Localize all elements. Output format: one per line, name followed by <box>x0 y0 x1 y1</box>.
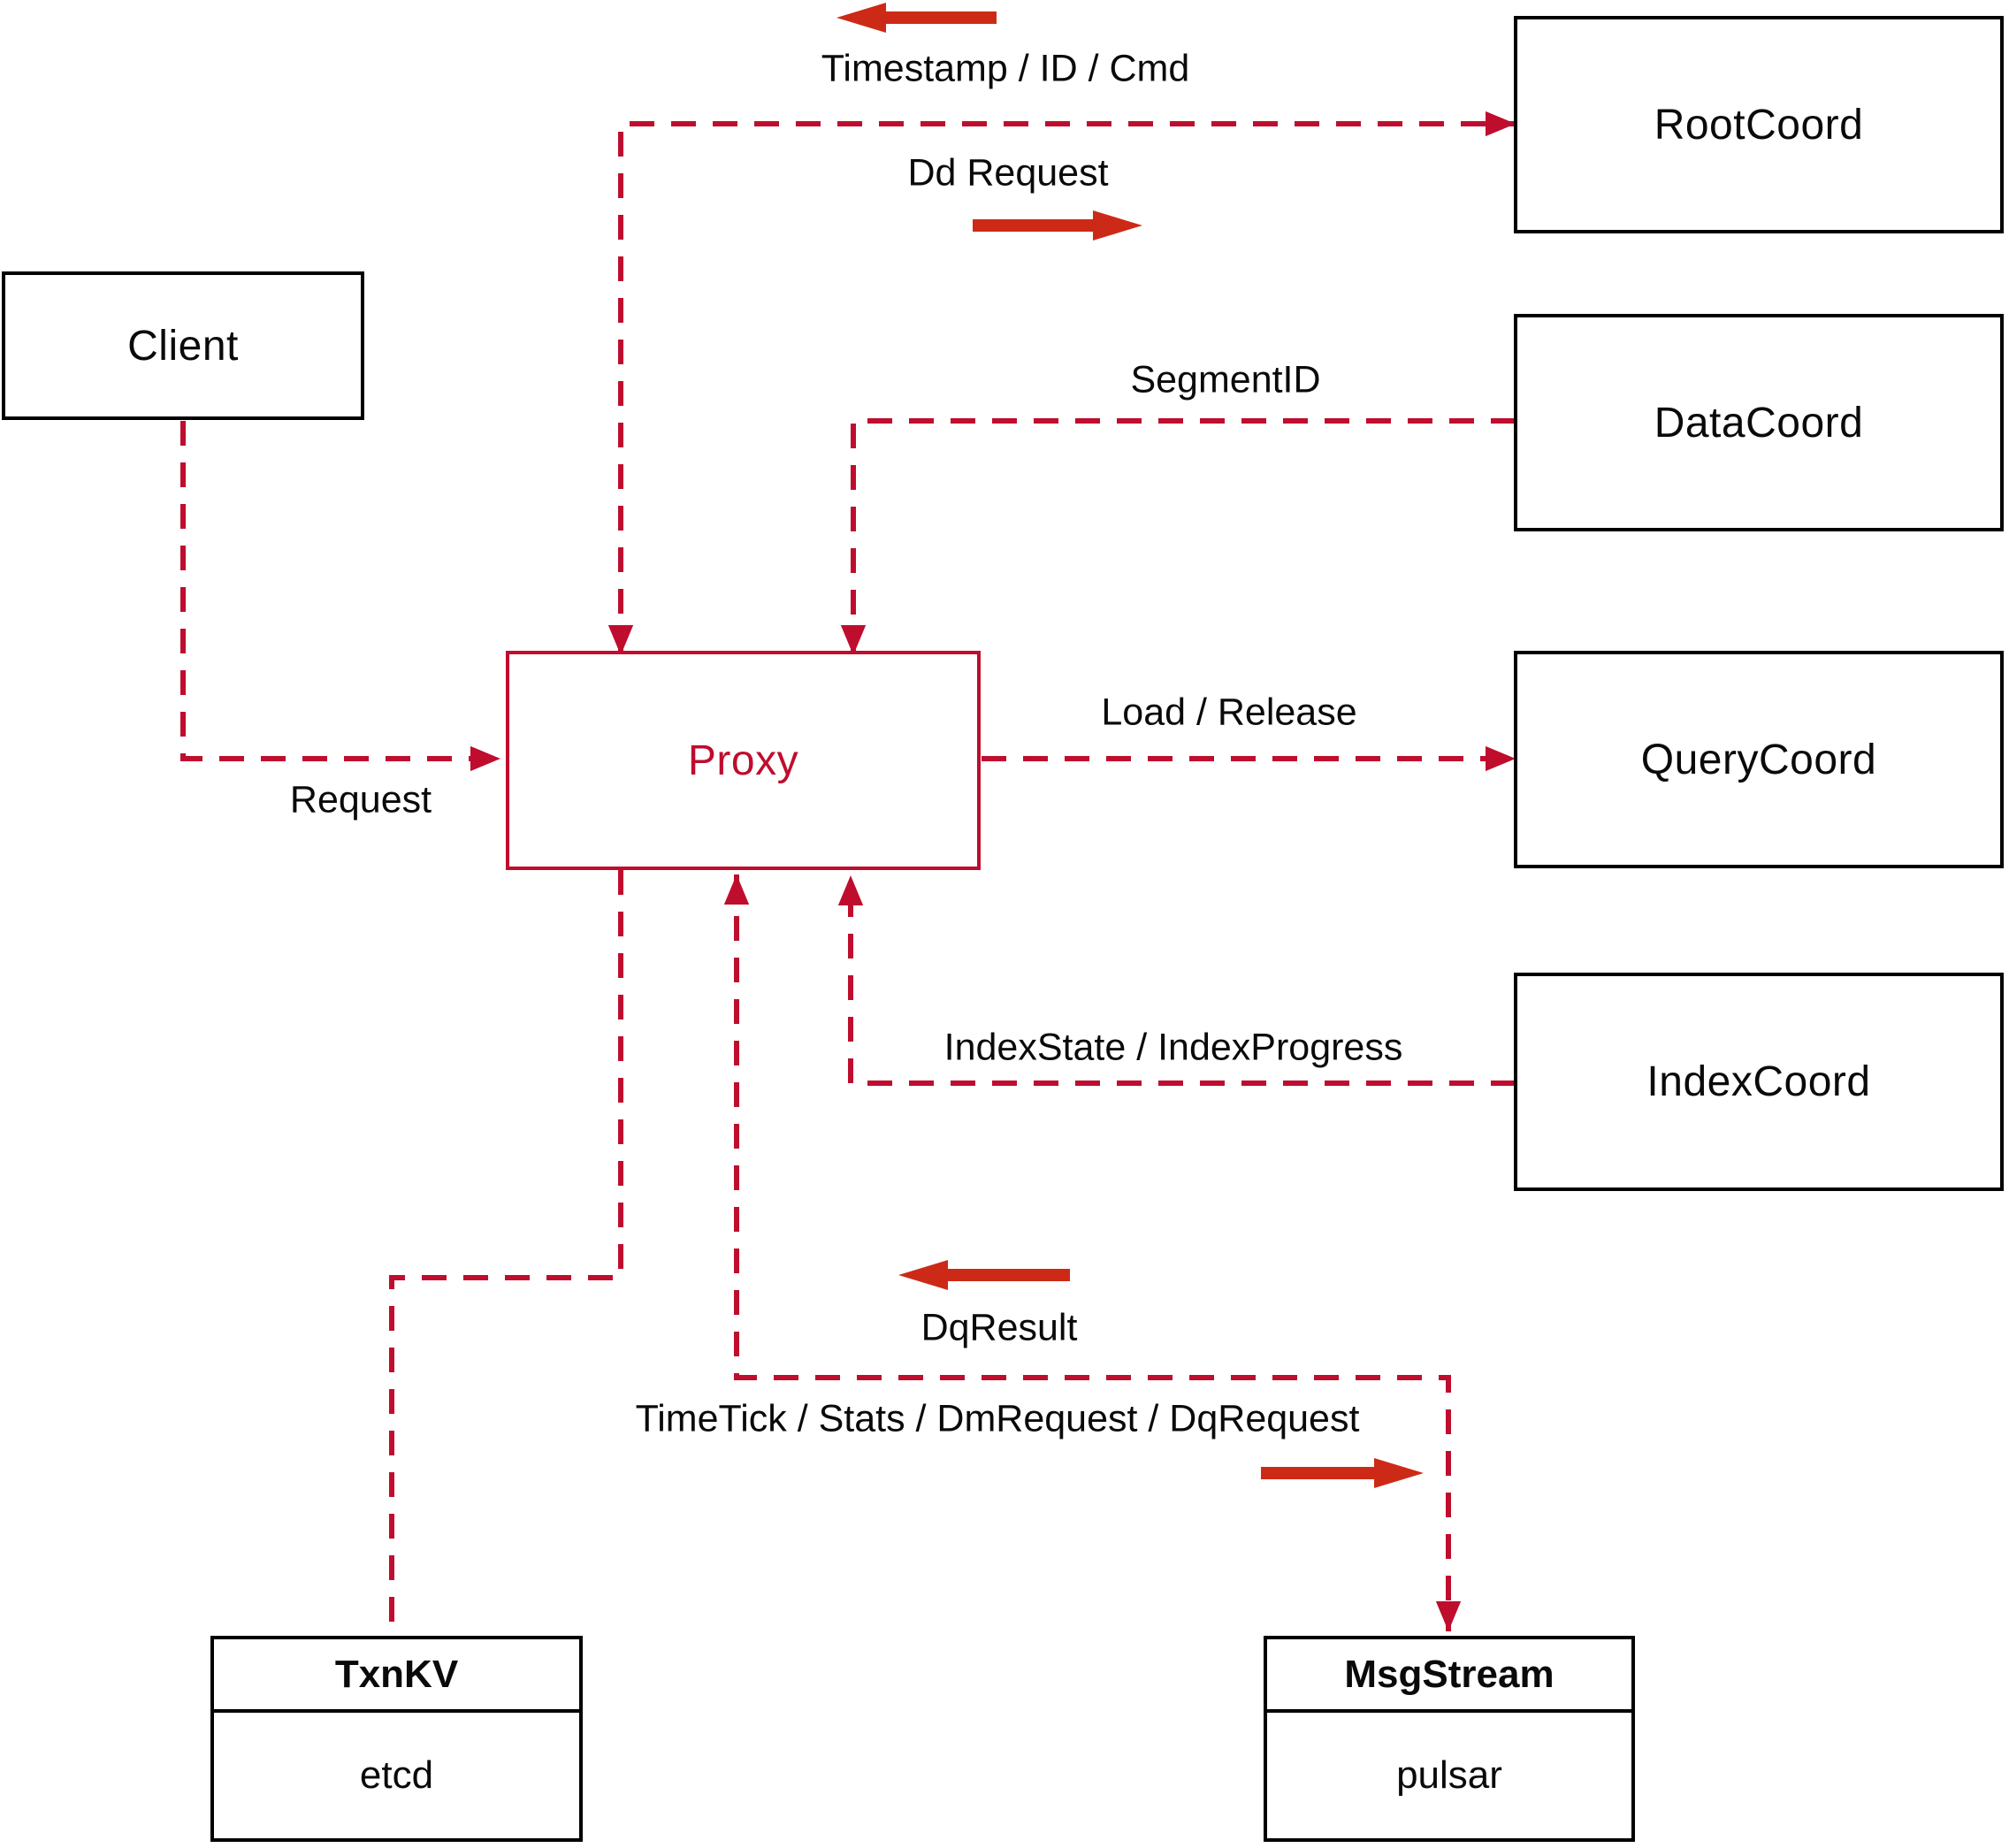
node-txnkv-impl: etcd <box>359 1753 434 1797</box>
node-indexcoord: IndexCoord <box>1514 973 2004 1191</box>
node-msgstream: MsgStream pulsar <box>1264 1636 1635 1842</box>
edge-label-timestamp-id-cmd: Timestamp / ID / Cmd <box>821 47 1190 90</box>
node-msgstream-impl: pulsar <box>1396 1753 1502 1797</box>
edge-proxy-rootcoord <box>607 111 1516 655</box>
node-client-label: Client <box>127 322 239 370</box>
arrow-right-timetick-icon <box>1261 1458 1424 1488</box>
node-rootcoord: RootCoord <box>1514 16 2004 233</box>
edge-proxy-txnkv <box>389 870 623 1637</box>
node-rootcoord-label: RootCoord <box>1654 101 1864 149</box>
arrow-left-dq-result-icon <box>898 1260 1070 1290</box>
node-datacoord: DataCoord <box>1514 314 2004 531</box>
edge-label-segment-id: SegmentID <box>1130 358 1321 401</box>
arrow-right-dd-request-icon <box>973 210 1142 241</box>
edge-label-load-release: Load / Release <box>1101 691 1357 734</box>
node-querycoord-label: QueryCoord <box>1640 736 1877 783</box>
edge-label-dd-request: Dd Request <box>907 151 1109 195</box>
node-datacoord-label: DataCoord <box>1654 399 1864 447</box>
node-proxy-label: Proxy <box>687 737 799 784</box>
node-indexcoord-label: IndexCoord <box>1646 1058 1871 1105</box>
arrow-left-timestamp-icon <box>836 3 997 33</box>
node-querycoord: QueryCoord <box>1514 651 2004 868</box>
edge-datacoord-proxy <box>840 418 1516 655</box>
edge-client-proxy <box>180 421 500 772</box>
node-txnkv-title: TxnKV <box>214 1639 579 1713</box>
edge-label-request: Request <box>289 778 432 821</box>
edge-proxy-msgstream <box>723 874 1462 1631</box>
node-proxy: Proxy <box>506 651 981 870</box>
edge-label-timetick: TimeTick / Stats / DmRequest / DqRequest <box>635 1397 1360 1440</box>
edge-label-index-state: IndexState / IndexProgress <box>943 1026 1403 1069</box>
node-client: Client <box>2 271 364 420</box>
node-txnkv: TxnKV etcd <box>210 1636 583 1842</box>
node-msgstream-title: MsgStream <box>1267 1639 1631 1713</box>
edge-label-dq-result: DqResult <box>920 1306 1078 1349</box>
